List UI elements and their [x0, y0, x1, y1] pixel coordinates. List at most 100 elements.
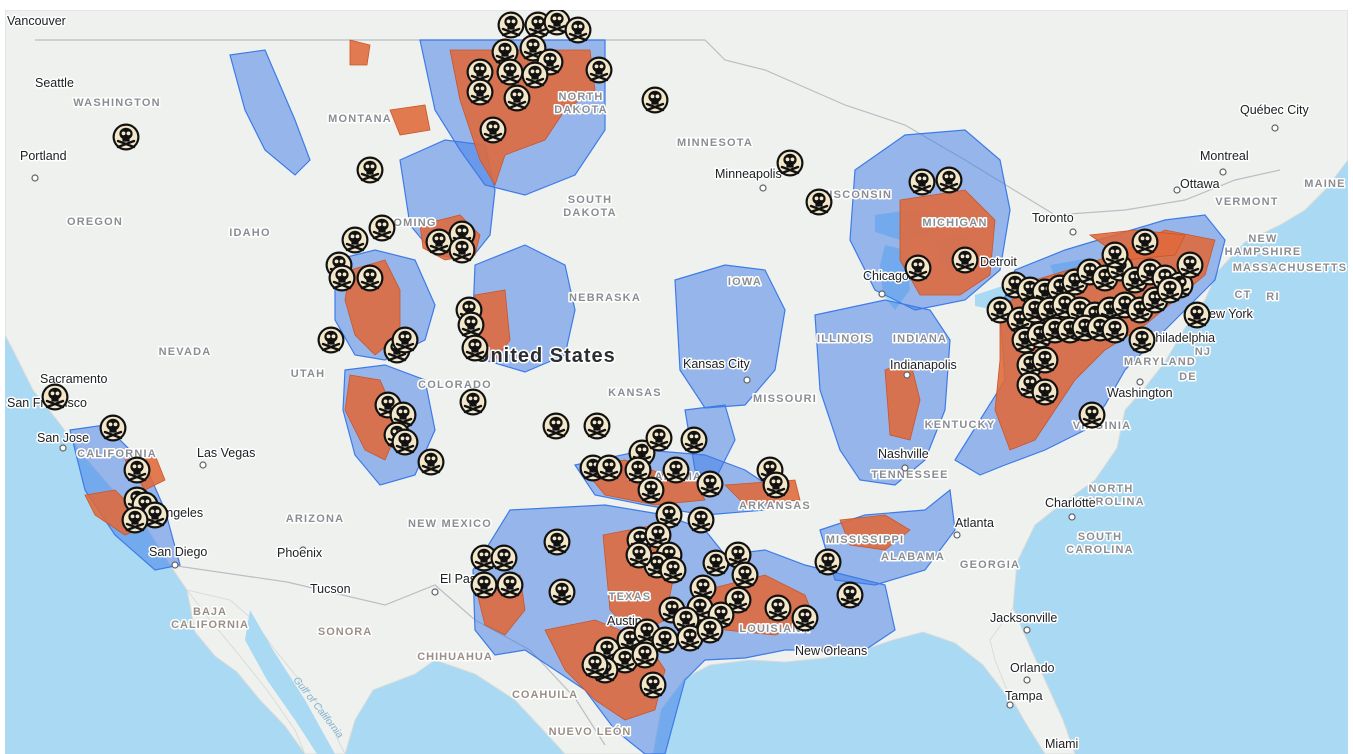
skull-crossbones-icon[interactable]: [836, 581, 864, 609]
city-dot: [1173, 186, 1181, 194]
city-dot: [1006, 701, 1014, 709]
skull-crossbones-icon[interactable]: [496, 58, 524, 86]
skull-crossbones-icon[interactable]: [417, 448, 445, 476]
city-dot: [953, 531, 961, 539]
skull-crossbones-icon[interactable]: [459, 388, 487, 416]
skull-crossbones-icon[interactable]: [935, 166, 963, 194]
skull-crossbones-icon[interactable]: [1176, 251, 1204, 279]
city-dot: [901, 464, 909, 472]
skull-crossbones-icon[interactable]: [461, 334, 489, 362]
skull-crossbones-icon[interactable]: [425, 228, 453, 256]
skull-crossbones-icon[interactable]: [317, 326, 345, 354]
city-dot: [759, 184, 767, 192]
skull-crossbones-icon[interactable]: [1101, 241, 1129, 269]
play-floyd[interactable]: [839, 514, 911, 551]
skull-crossbones-icon[interactable]: [951, 246, 979, 274]
skull-crossbones-icon[interactable]: [466, 78, 494, 106]
skull-crossbones-icon[interactable]: [564, 16, 592, 44]
city-dot: [199, 461, 207, 469]
gulf-of-california: [245, 610, 335, 754]
skull-crossbones-icon[interactable]: [659, 556, 687, 584]
skull-crossbones-icon[interactable]: [542, 412, 570, 440]
skull-crossbones-icon[interactable]: [543, 528, 571, 556]
skull-crossbones-icon[interactable]: [112, 123, 140, 151]
skull-crossbones-icon[interactable]: [680, 426, 708, 454]
city-dot: [1068, 513, 1076, 521]
skull-crossbones-icon[interactable]: [662, 456, 690, 484]
city-dot: [431, 588, 439, 596]
skull-crossbones-icon[interactable]: [497, 11, 525, 39]
skull-crossbones-icon[interactable]: [581, 651, 609, 679]
skull-crossbones-icon[interactable]: [791, 604, 819, 632]
skull-crossbones-icon[interactable]: [368, 214, 396, 242]
skull-crossbones-icon[interactable]: [470, 571, 498, 599]
skull-crossbones-icon[interactable]: [391, 428, 419, 456]
skull-crossbones-icon[interactable]: [764, 594, 792, 622]
skull-crossbones-icon[interactable]: [41, 383, 69, 411]
skull-crossbones-icon[interactable]: [457, 311, 485, 339]
skull-crossbones-icon[interactable]: [496, 571, 524, 599]
city-dot: [59, 444, 67, 452]
play-montana[interactable]: [349, 39, 371, 66]
skull-crossbones-icon[interactable]: [490, 544, 518, 572]
florida-peninsula: [989, 606, 1076, 754]
skull-crossbones-icon[interactable]: [908, 168, 936, 196]
skull-crossbones-icon[interactable]: [645, 424, 673, 452]
skull-crossbones-icon[interactable]: [1078, 401, 1106, 429]
skull-crossbones-icon[interactable]: [503, 84, 531, 112]
basin-montana-thrust[interactable]: [229, 49, 311, 176]
skull-crossbones-icon[interactable]: [639, 671, 667, 699]
skull-crossbones-icon[interactable]: [641, 86, 669, 114]
skull-crossbones-icon[interactable]: [1183, 301, 1211, 329]
skull-crossbones-icon[interactable]: [521, 61, 549, 89]
skull-crossbones-icon[interactable]: [904, 254, 932, 282]
city-dot: [31, 174, 39, 182]
skull-crossbones-icon[interactable]: [328, 264, 356, 292]
skull-crossbones-icon[interactable]: [1101, 316, 1129, 344]
skull-crossbones-icon[interactable]: [479, 116, 507, 144]
city-dot: [1069, 228, 1077, 236]
play-new-albany[interactable]: [884, 359, 921, 441]
skull-crossbones-icon[interactable]: [121, 506, 149, 534]
skull-crossbones-icon[interactable]: [595, 454, 623, 482]
skull-crossbones-icon[interactable]: [448, 236, 476, 264]
skull-crossbones-icon[interactable]: [696, 616, 724, 644]
map-canvas[interactable]: WASHINGTONOREGONIDAHOMONTANAWYOMINGNEVAD…: [5, 10, 1348, 754]
skull-crossbones-icon[interactable]: [687, 506, 715, 534]
skull-crossbones-icon[interactable]: [814, 548, 842, 576]
basin-forest-city[interactable]: [674, 264, 786, 409]
city-dot: [1219, 168, 1227, 176]
city-dot: [878, 290, 886, 298]
skull-crossbones-icon[interactable]: [762, 471, 790, 499]
skull-crossbones-icon[interactable]: [341, 226, 369, 254]
skull-crossbones-icon[interactable]: [548, 578, 576, 606]
skull-crossbones-icon[interactable]: [805, 188, 833, 216]
skull-crossbones-icon[interactable]: [356, 156, 384, 184]
city-dot: [1271, 124, 1279, 132]
skull-crossbones-icon[interactable]: [585, 56, 613, 84]
skull-crossbones-icon[interactable]: [631, 641, 659, 669]
skull-crossbones-icon[interactable]: [731, 561, 759, 589]
city-dot: [1023, 626, 1031, 634]
skull-crossbones-icon[interactable]: [1131, 228, 1159, 256]
skull-crossbones-icon[interactable]: [123, 456, 151, 484]
city-dot: [61, 78, 69, 86]
skull-crossbones-icon[interactable]: [99, 414, 127, 442]
skull-crossbones-icon[interactable]: [637, 476, 665, 504]
skull-crossbones-icon[interactable]: [1031, 346, 1059, 374]
skull-crossbones-icon[interactable]: [625, 541, 653, 569]
play-montana-2[interactable]: [389, 104, 431, 136]
skull-crossbones-icon[interactable]: [1128, 326, 1156, 354]
skull-crossbones-icon[interactable]: [1031, 378, 1059, 406]
skull-crossbones-icon[interactable]: [1156, 276, 1184, 304]
skull-crossbones-icon[interactable]: [583, 412, 611, 440]
skull-crossbones-icon[interactable]: [776, 149, 804, 177]
north-america-land: [5, 10, 1348, 754]
skull-crossbones-icon[interactable]: [356, 264, 384, 292]
skull-crossbones-icon[interactable]: [391, 326, 419, 354]
city-dot: [1023, 676, 1031, 684]
skull-crossbones-icon[interactable]: [696, 470, 724, 498]
us-mexico-border: [169, 564, 606, 746]
